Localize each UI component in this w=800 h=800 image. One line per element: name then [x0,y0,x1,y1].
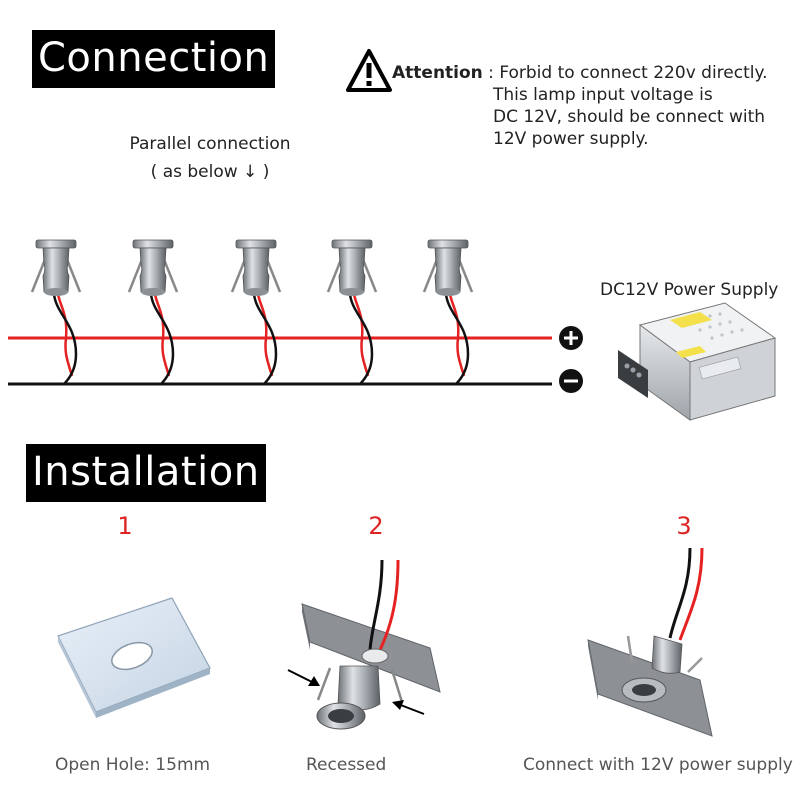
attention-line-1: Forbid to connect 220v directly. [499,63,768,83]
step-3-installed-illustration [587,547,713,737]
connection-heading: Connection [32,30,276,88]
parallel-line-1: Parallel connection [129,134,291,154]
step-3-caption: Connect with 12V power supply [523,755,793,775]
step-1-number: 1 [117,512,133,540]
attention-label: Attention [392,63,483,83]
plus-terminal-icon [559,326,583,350]
lamp-5 [422,238,474,385]
lamp-1 [30,238,82,385]
step-1-caption: Open Hole: 15mm [55,755,211,775]
lamp-2 [127,238,179,385]
step-2-recessed-illustration [287,559,441,730]
minus-terminal-icon [559,369,583,393]
parallel-connection-label: Parallel connection ( as below ↓ ) [105,130,315,186]
parallel-line-2: ( as below ↓ ) [150,162,270,182]
lamp-4 [326,238,378,385]
attention-note: Attention : Forbid to connect 220v direc… [392,62,792,150]
power-supply-icon [618,302,777,421]
step-2-caption: Recessed [306,755,387,775]
step-2-number: 2 [368,512,384,540]
psu-label: DC12V Power Supply [600,280,779,300]
installation-heading: Installation [26,444,266,502]
attention-separator: : [482,63,500,83]
lamp-3 [230,238,282,385]
attention-line-4: 12V power supply. [493,129,649,149]
step-3-number: 3 [676,512,692,540]
step-1-plate-illustration [57,597,211,718]
warning-triangle-icon [346,49,392,92]
attention-line-3: DC 12V, should be connect with [493,107,766,127]
open-hole [111,641,153,671]
attention-line-2: This lamp input voltage is [493,85,713,105]
